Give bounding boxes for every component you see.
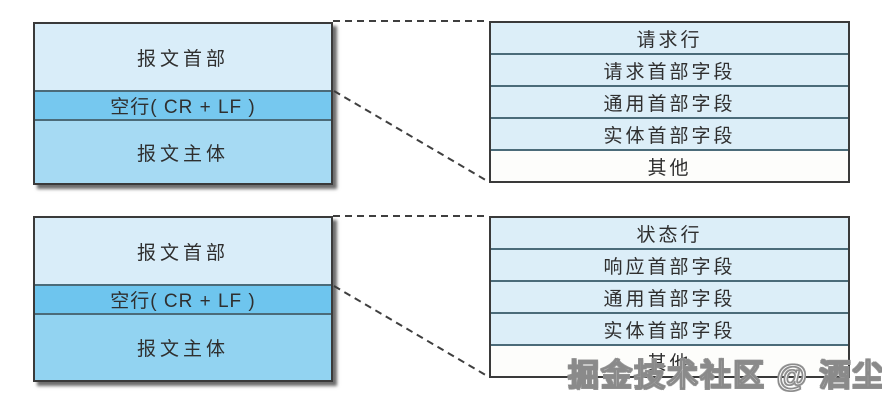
response-header-detail-block: 状态行 响应首部字段 通用首部字段 实体首部字段 其他 [489,216,850,378]
request-message-block: 报文首部 空行( CR + LF ) 报文主体 [33,22,333,185]
detail-row-label: 其他 [647,157,692,179]
response-message-block: 报文首部 空行( CR + LF ) 报文主体 [33,216,333,382]
detail-row-label: 状态行 [636,224,703,246]
detail-row-other: 其他 [491,149,848,181]
detail-row-status-line: 状态行 [491,218,848,248]
detail-row-entity-header-fields: 实体首部字段 [491,312,848,344]
detail-row-label: 请求行 [636,29,703,51]
response-header-label: 报文首部 [136,242,229,264]
response-body-band: 报文主体 [35,315,331,380]
response-body-label: 报文主体 [136,339,229,360]
detail-row-label: 请求首部字段 [603,61,736,83]
detail-row-entity-header-fields: 实体首部字段 [491,117,848,149]
detail-row-label: 实体首部字段 [603,125,736,147]
detail-row-other: 其他 [491,344,848,376]
detail-row-response-header-fields: 响应首部字段 [491,248,848,280]
response-blank-line-label: 空行( CR + LF ) [110,291,256,312]
detail-row-label: 通用首部字段 [603,93,736,115]
request-body-band: 报文主体 [35,121,331,183]
detail-row-request-header-fields: 请求首部字段 [491,53,848,85]
detail-row-label: 其他 [647,352,692,374]
response-diagonal-connector-line [333,285,490,378]
detail-row-general-header-fields: 通用首部字段 [491,85,848,117]
request-blank-line-band: 空行( CR + LF ) [35,90,331,121]
detail-row-request-line: 请求行 [491,23,848,53]
response-header-band: 报文首部 [35,218,331,284]
detail-row-label: 通用首部字段 [603,288,736,310]
detail-row-label: 响应首部字段 [603,256,736,278]
response-blank-line-band: 空行( CR + LF ) [35,284,331,315]
detail-row-general-header-fields: 通用首部字段 [491,280,848,312]
detail-row-label: 实体首部字段 [603,320,736,342]
request-diagonal-connector-line [333,90,490,183]
request-body-label: 报文主体 [136,143,229,165]
request-header-label: 报文首部 [136,48,229,70]
watermark: 掘金技术社区 @ 酒尘 [567,357,882,393]
request-header-detail-block: 请求行 请求首部字段 通用首部字段 实体首部字段 其他 [489,21,850,183]
request-blank-line-label: 空行( CR + LF ) [110,97,256,118]
request-header-band: 报文首部 [35,24,331,90]
